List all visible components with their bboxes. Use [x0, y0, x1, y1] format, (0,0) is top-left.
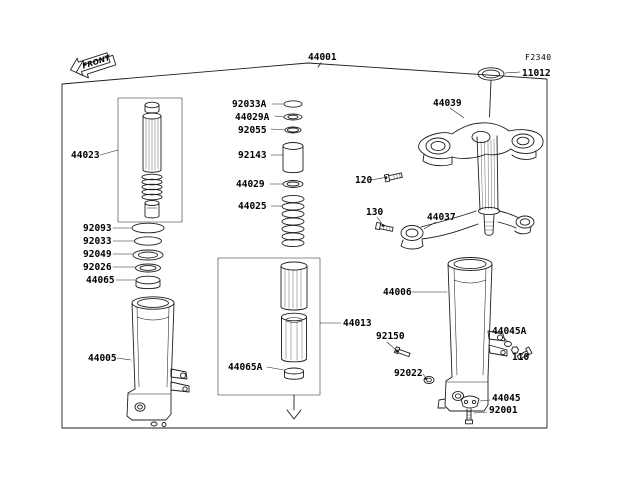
fork-cap-11012 — [477, 67, 505, 118]
part-label-120: 120 — [355, 175, 372, 186]
leader-44065a — [266, 366, 285, 371]
part-label-92143: 92143 — [238, 150, 267, 161]
part-label-44045a: 44045A — [492, 326, 527, 337]
part-label-92033a: 92033A — [232, 99, 267, 110]
part-label-92001: 92001 — [489, 405, 518, 416]
damper-assembly-box-44023 — [117, 97, 183, 223]
ring-92033 — [134, 236, 162, 246]
steering-stem — [476, 135, 500, 236]
bolt-130 — [374, 221, 394, 232]
part-label-44005: 44005 — [88, 353, 117, 364]
assembly-tick — [317, 62, 322, 68]
right-outer-fork-tube-44006 — [437, 257, 508, 412]
oring-92055 — [284, 126, 302, 134]
part-label-44013: 44013 — [343, 318, 372, 329]
down-arrow-mark — [286, 394, 302, 420]
axle-clamp-44045 — [460, 395, 480, 409]
leader-11012 — [504, 71, 521, 74]
left-fork-lugs — [170, 368, 190, 393]
right-axle-holder — [437, 376, 489, 412]
left-outer-fork-tube-44005 — [126, 296, 190, 427]
part-label-44001: 44001 — [308, 52, 337, 63]
bolt-110 — [516, 346, 533, 360]
part-labels: 44001 F2340 11012 44039 92033A 44029A 92… — [71, 52, 552, 416]
leader-120 — [370, 177, 386, 181]
bushing-44065a — [284, 367, 304, 380]
left-axle-holder — [126, 388, 172, 427]
dot-130 — [381, 224, 385, 227]
bolt-120 — [383, 172, 403, 183]
part-label-92033: 92033 — [83, 236, 112, 247]
part-label-44029a: 44029A — [235, 112, 270, 123]
part-label-11012: 11012 — [522, 68, 551, 79]
leader-110 — [521, 351, 525, 356]
upper-cylinder — [280, 261, 308, 311]
right-fork-lugs — [487, 330, 508, 357]
part-label-92022: 92022 — [394, 368, 423, 379]
part-label-44029: 44029 — [236, 179, 265, 190]
part-label-44039: 44039 — [433, 98, 462, 109]
damper-spring — [141, 173, 163, 201]
part-label-44065a: 44065A — [228, 362, 263, 373]
leader-130 — [376, 216, 383, 225]
part-label-92150: 92150 — [376, 331, 405, 342]
dot-120 — [384, 176, 388, 180]
spring-44025 — [281, 194, 305, 248]
leader-44037 — [423, 221, 437, 230]
seal-92049 — [132, 249, 164, 261]
leader-92001 — [473, 411, 488, 414]
leader-44045 — [479, 399, 491, 402]
part-label-92026: 92026 — [83, 262, 112, 273]
leader-lines — [99, 71, 525, 414]
group-box — [217, 257, 321, 396]
part-label-44037: 44037 — [427, 212, 456, 223]
leader-44045a — [502, 336, 508, 342]
lower-cylinder — [281, 312, 307, 363]
seal-ring-stack — [131, 222, 165, 290]
damper-piston — [144, 200, 160, 219]
circlip-92093 — [131, 222, 165, 234]
bushing-44065 — [135, 275, 161, 290]
circlip-92033a — [283, 100, 303, 108]
leader-44023 — [99, 149, 119, 156]
tube-hatching — [145, 117, 159, 171]
lower-triple-clamp-44037 — [400, 210, 535, 250]
front-badge-shadow — [75, 54, 117, 79]
sheet-code-label: F2340 — [525, 53, 552, 62]
part-label-44006: 44006 — [383, 287, 412, 298]
ring-92026 — [135, 263, 161, 273]
leader-44029a — [274, 115, 285, 118]
bolt-92001 — [465, 408, 473, 425]
leader-dots — [381, 176, 427, 380]
front-direction-badge: FRONT — [70, 52, 117, 79]
part-label-92093: 92093 — [83, 223, 112, 234]
part-label-130: 130 — [366, 207, 383, 218]
inner-parts-column — [281, 100, 305, 248]
leader-92150 — [386, 341, 397, 351]
part-label-92055: 92055 — [238, 125, 267, 136]
part-label-92049: 92049 — [83, 249, 112, 260]
part-label-44025: 44025 — [238, 201, 267, 212]
part-label-44023: 44023 — [71, 150, 100, 161]
leader-92055 — [270, 128, 286, 131]
part-label-44045: 44045 — [492, 393, 521, 404]
diagram-border — [61, 62, 548, 429]
front-arrow-icon — [70, 52, 111, 76]
cylinder-unit-box-44013 — [217, 257, 321, 420]
nut-set-44045a — [504, 341, 519, 354]
part-label-110: 110 — [512, 352, 529, 363]
collar-92143 — [282, 142, 304, 174]
upper-triple-clamp-44039 — [418, 122, 544, 167]
dot-92150 — [395, 349, 399, 353]
washer-44029 — [282, 180, 304, 188]
part-label-44065: 44065 — [86, 275, 115, 286]
leader-44039 — [449, 107, 465, 119]
washer-44029a — [283, 113, 303, 121]
dot-92022 — [424, 377, 427, 380]
leader-44005 — [116, 357, 132, 361]
group-box — [117, 97, 183, 223]
washer-92022 — [423, 375, 435, 385]
border-outline — [61, 62, 548, 429]
